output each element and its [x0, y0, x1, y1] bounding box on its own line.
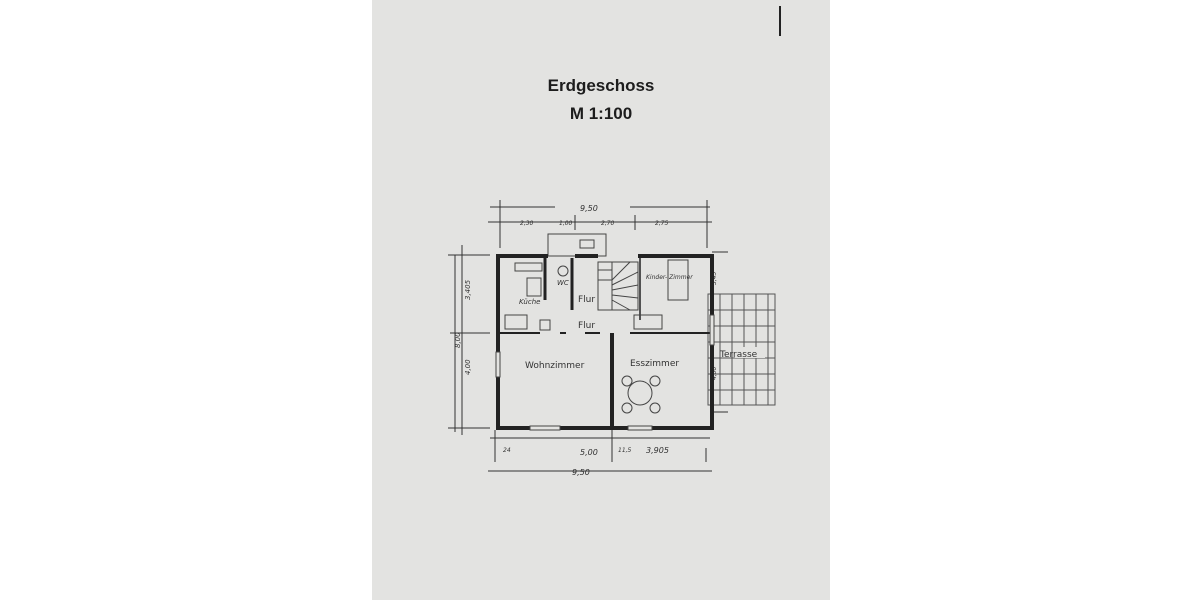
room-wc: WC [557, 279, 569, 287]
room-living: Wohnzimmer [525, 361, 585, 371]
dining-table [627, 380, 653, 406]
dim-right-seg2: 4,00 [711, 366, 718, 380]
room-terrace: Terrasse [719, 350, 758, 360]
dim-left-total: 8,00 [454, 332, 462, 348]
window [709, 314, 715, 346]
fixtures [504, 259, 689, 414]
room-hall-upper: Flur [578, 295, 595, 305]
dim-top-seg5: 2,70 [601, 220, 615, 227]
dim-bottom-total-label: 5,00 [580, 448, 598, 457]
dim-top-seg3: 1,00 [559, 220, 573, 227]
dim-top-seg1: 2,30 [520, 220, 534, 227]
room-children: Kinder- Zimmer [646, 274, 693, 281]
walls [496, 254, 714, 430]
room-hall-lower: Flur [578, 321, 595, 331]
window [495, 351, 501, 378]
dim-left-seg3: 4,00 [464, 359, 472, 375]
dim-top-seg7: 2,75 [655, 220, 669, 227]
dim-bottom-wall: 24 [503, 447, 511, 454]
dim-left-seg1: 3,405 [464, 279, 472, 300]
dimension-lines [448, 200, 728, 472]
staircase [597, 261, 639, 311]
window [627, 425, 653, 431]
room-dining: Esszimmer [630, 359, 679, 369]
window [529, 425, 561, 431]
doormat [579, 239, 595, 249]
dim-right-seg1: 3,45 [711, 271, 718, 285]
dim-bottom-total: 9,50 [572, 468, 590, 477]
entrance-steps [547, 233, 607, 257]
room-kitchen: Küche [519, 298, 540, 306]
plan-title: Erdgeschoss [547, 76, 655, 95]
dim-bottom-inner: 11,5 [618, 447, 632, 454]
dim-bottom-seg: 3,905 [646, 446, 669, 455]
edge-mark [779, 6, 781, 36]
dim-top-total: 9,50 [580, 204, 598, 213]
plan-scale: M 1:100 [569, 104, 633, 123]
paper-sheet: Erdgeschoss M 1:100 [372, 0, 830, 600]
